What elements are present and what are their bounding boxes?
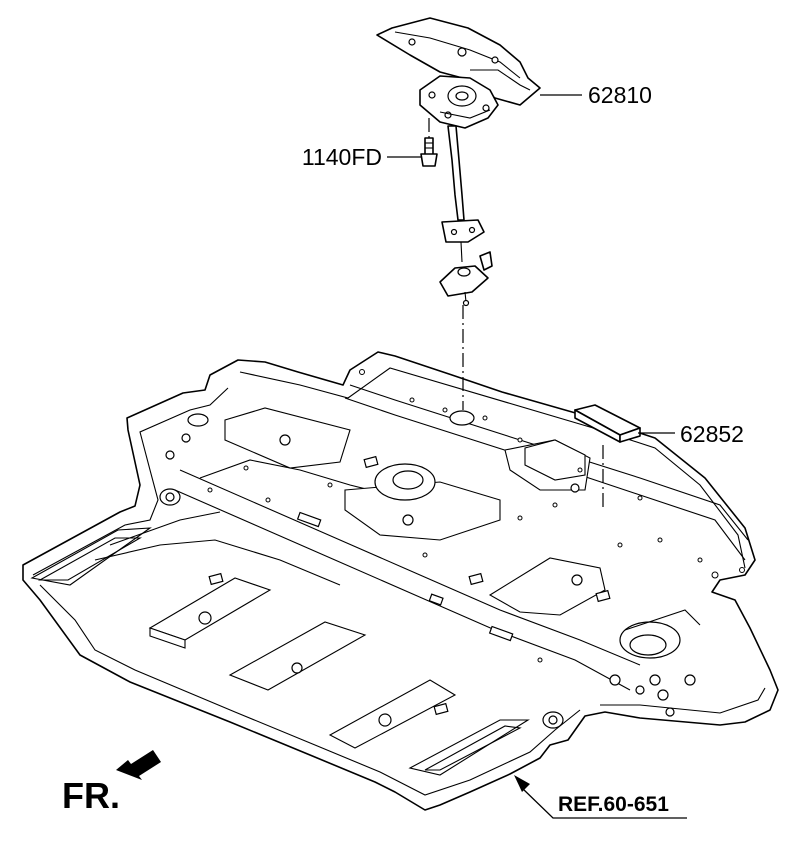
callout-1140FD: 1140FD xyxy=(302,144,382,170)
floor-pad xyxy=(574,404,641,443)
reference-arrow-icon xyxy=(514,775,530,792)
callout-62852: 62852 xyxy=(680,421,744,447)
front-arrow-icon xyxy=(116,750,161,780)
rear-floor-pan xyxy=(22,351,779,811)
front-label: FR. xyxy=(62,775,120,816)
spare-tire-carrier-assembly xyxy=(376,17,541,307)
callout-62810: 62810 xyxy=(588,82,652,108)
reference-label: REF.60-651 xyxy=(558,793,669,816)
front-direction-indicator: FR. xyxy=(62,750,161,816)
reference-callout: REF.60-651 xyxy=(514,775,687,819)
reference-leader-line xyxy=(521,787,687,819)
bolt-fastener xyxy=(420,137,438,167)
